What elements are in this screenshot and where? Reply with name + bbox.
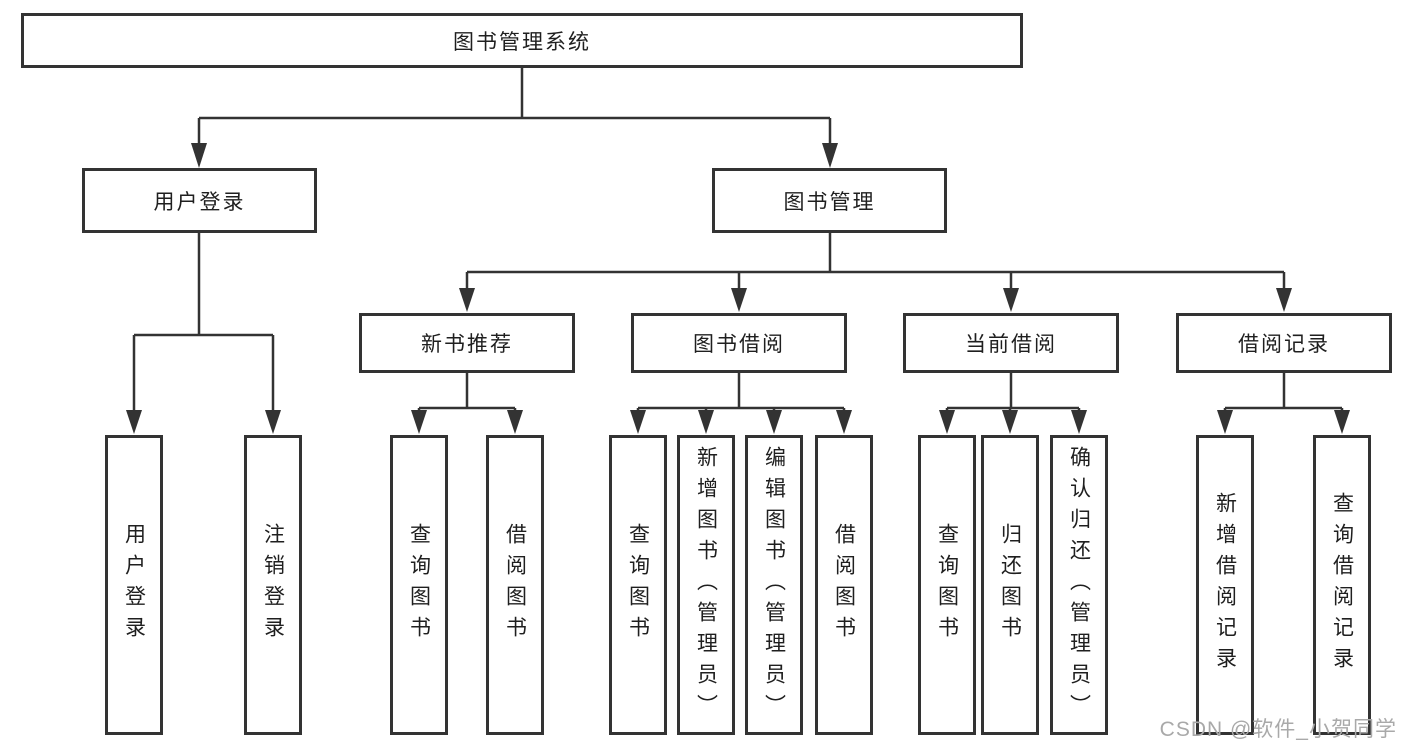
arrowhead bbox=[1334, 410, 1350, 434]
leaf-add-borrow-record: 新增借阅记录 bbox=[1196, 435, 1254, 735]
node-new-book-recommend: 新书推荐 bbox=[359, 313, 575, 373]
arrowhead bbox=[459, 288, 475, 312]
leaf-query-borrow-record-label: 查询借阅记录 bbox=[1330, 492, 1354, 678]
leaf-logout-label: 注销登录 bbox=[261, 523, 285, 647]
leaf-query-books-recommend-label: 查询图书 bbox=[407, 523, 431, 647]
node-current-borrow-label: 当前借阅 bbox=[965, 333, 1057, 356]
leaf-borrow-books-recommend: 借阅图书 bbox=[486, 435, 544, 735]
connector-records-to-leaves bbox=[1217, 373, 1350, 434]
node-book-management-label: 图书管理 bbox=[783, 190, 876, 214]
leaf-add-books-admin: 新增图书（管理员） bbox=[677, 435, 735, 735]
arrowhead bbox=[939, 410, 955, 434]
node-root-label: 图书管理系统 bbox=[453, 30, 591, 54]
leaf-confirm-return-admin-label: 确认归还（管理员） bbox=[1067, 445, 1091, 725]
arrowhead bbox=[507, 410, 523, 434]
arrowhead bbox=[1071, 410, 1087, 434]
leaf-add-borrow-record-label: 新增借阅记录 bbox=[1213, 492, 1237, 678]
arrowhead bbox=[191, 143, 207, 168]
leaf-add-books-admin-label: 新增图书（管理员） bbox=[694, 445, 718, 725]
connector-root-to-level2 bbox=[191, 68, 838, 168]
arrowhead bbox=[1002, 410, 1018, 434]
leaf-query-borrow-record: 查询借阅记录 bbox=[1313, 435, 1371, 735]
leaf-confirm-return-admin: 确认归还（管理员） bbox=[1050, 435, 1108, 735]
arrowhead bbox=[1217, 410, 1233, 434]
arrowhead bbox=[836, 410, 852, 434]
node-book-management: 图书管理 bbox=[712, 168, 947, 233]
arrowhead bbox=[822, 143, 838, 168]
arrowhead bbox=[1276, 288, 1292, 312]
leaf-user-login: 用户登录 bbox=[105, 435, 163, 735]
arrowhead bbox=[411, 410, 427, 434]
connector-borrow-to-leaves bbox=[630, 373, 852, 434]
connector-management-to-level3 bbox=[459, 233, 1292, 312]
leaf-query-books-borrow: 查询图书 bbox=[609, 435, 667, 735]
node-book-borrow-label: 图书借阅 bbox=[693, 333, 785, 356]
arrowhead bbox=[698, 410, 714, 434]
leaf-query-books-borrow-label: 查询图书 bbox=[626, 523, 650, 647]
arrowhead bbox=[731, 288, 747, 312]
arrowhead bbox=[630, 410, 646, 434]
node-new-book-recommend-label: 新书推荐 bbox=[421, 333, 513, 356]
connector-recommend-to-leaves bbox=[411, 373, 523, 434]
connector-current-to-leaves bbox=[939, 373, 1087, 434]
arrowhead bbox=[265, 410, 281, 434]
leaf-edit-books-admin: 编辑图书（管理员） bbox=[745, 435, 803, 735]
node-user-login: 用户登录 bbox=[82, 168, 317, 233]
leaf-logout: 注销登录 bbox=[244, 435, 302, 735]
leaf-borrow-books-recommend-label: 借阅图书 bbox=[503, 523, 527, 647]
leaf-borrow-books: 借阅图书 bbox=[815, 435, 873, 735]
leaf-query-books-recommend: 查询图书 bbox=[390, 435, 448, 735]
arrowhead bbox=[766, 410, 782, 434]
arrowhead bbox=[126, 410, 142, 434]
leaf-return-books: 归还图书 bbox=[981, 435, 1039, 735]
node-root: 图书管理系统 bbox=[21, 13, 1023, 68]
leaf-query-books-current-label: 查询图书 bbox=[935, 523, 959, 647]
arrowhead bbox=[1003, 288, 1019, 312]
node-current-borrow: 当前借阅 bbox=[903, 313, 1119, 373]
connector-login-to-leaves bbox=[126, 233, 281, 434]
leaf-user-login-label: 用户登录 bbox=[122, 523, 146, 647]
watermark: CSDN @软件_小贺同学 bbox=[1159, 718, 1397, 741]
node-borrow-records-label: 借阅记录 bbox=[1238, 333, 1330, 356]
node-borrow-records: 借阅记录 bbox=[1176, 313, 1392, 373]
leaf-return-books-label: 归还图书 bbox=[998, 523, 1022, 647]
node-user-login-label: 用户登录 bbox=[153, 190, 246, 214]
leaf-query-books-current: 查询图书 bbox=[918, 435, 976, 735]
node-book-borrow: 图书借阅 bbox=[631, 313, 847, 373]
leaf-edit-books-admin-label: 编辑图书（管理员） bbox=[762, 445, 786, 725]
leaf-borrow-books-label: 借阅图书 bbox=[832, 523, 856, 647]
